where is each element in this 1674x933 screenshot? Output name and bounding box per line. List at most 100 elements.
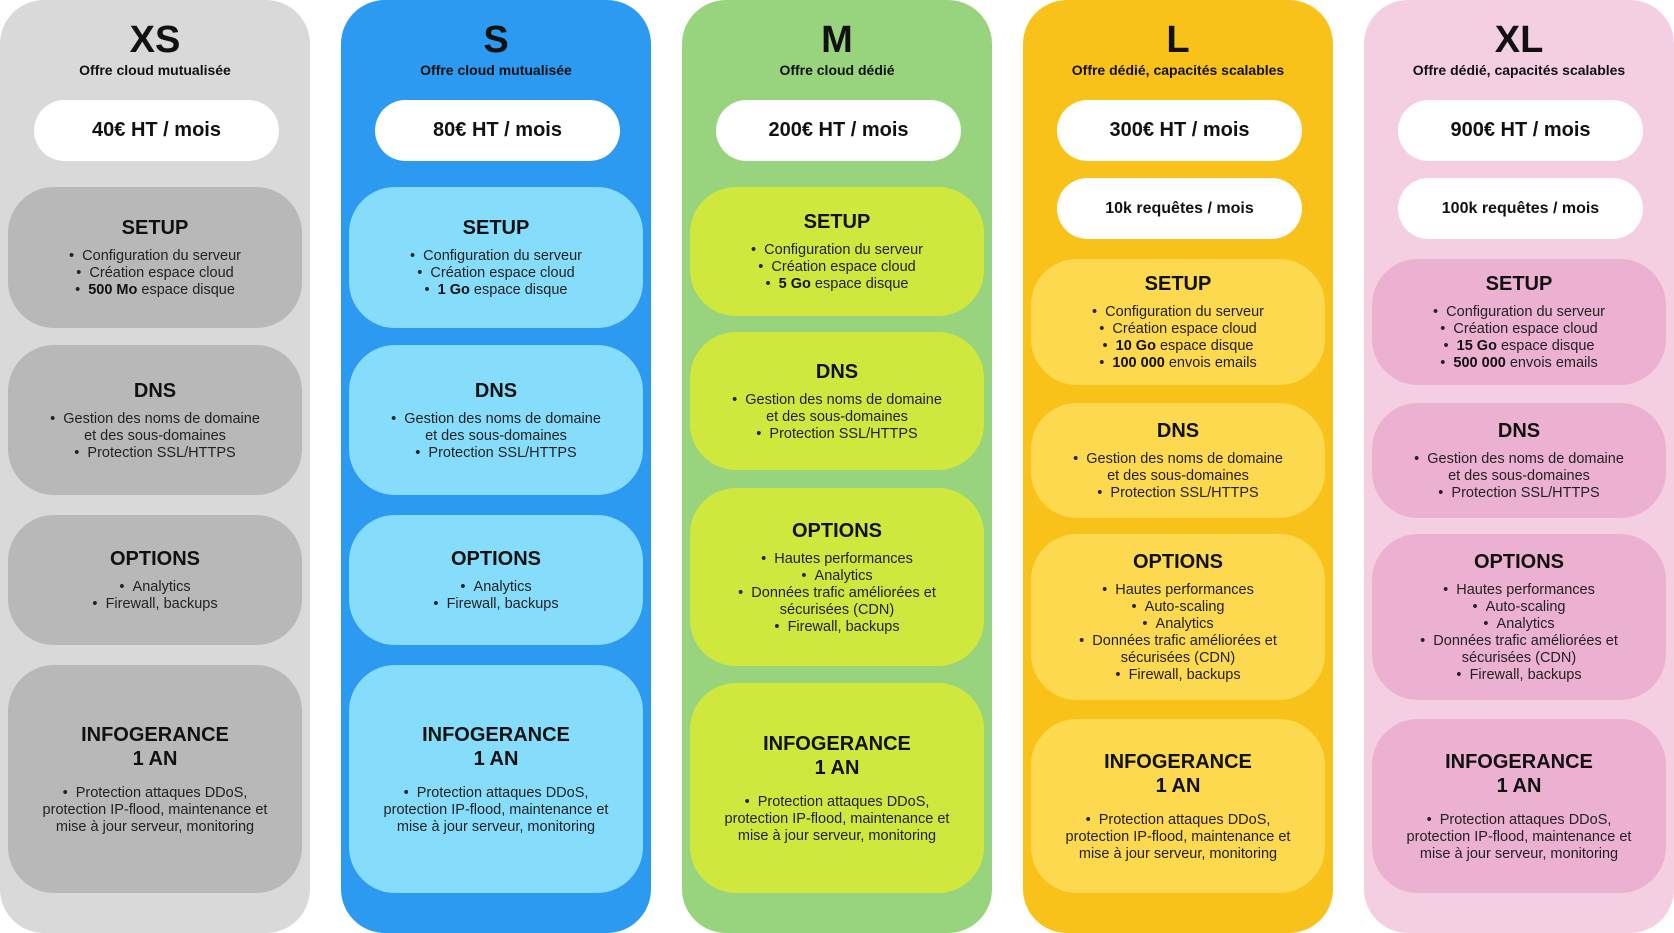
- feature-item-text: Protection attaques DDoS, protection IP-…: [42, 784, 268, 835]
- feature-item-text: Hautes performances: [1456, 582, 1595, 598]
- setup-title: SETUP: [1144, 273, 1212, 295]
- plan-card-l: L Offre dédié, capacités scalables 300€ …: [1023, 0, 1333, 933]
- feature-item-text: Données trafic améliorées et sécurisées …: [1433, 633, 1618, 666]
- feature-item-text: Analytics: [473, 579, 532, 595]
- plan-subtitle: Offre cloud mutualisée: [79, 62, 231, 78]
- feature-item-highlight: 1 Go: [437, 282, 470, 298]
- feature-item-text: Analytics: [132, 579, 191, 595]
- feature-item-text: Protection SSL/HTTPS: [428, 444, 577, 461]
- feature-item-text: Auto-scaling: [1144, 599, 1225, 615]
- requests-badge: 10k requêtes / mois: [1057, 178, 1302, 239]
- feature-item-text: Firewall, backups: [446, 596, 559, 612]
- infogerance-title-line1: INFOGERANCE: [763, 732, 911, 755]
- setup-section: SETUP Configuration du serveurCréation e…: [1031, 259, 1325, 385]
- feature-item: Firewall, backups: [1407, 667, 1631, 684]
- infogerance-title-line1: INFOGERANCE: [422, 723, 570, 746]
- feature-item-text: Protection attaques DDoS, protection IP-…: [1065, 811, 1291, 862]
- feature-item: Gestion des noms de domaine et des sous-…: [1407, 451, 1631, 485]
- feature-item-text: Gestion des noms de domaine et des sous-…: [404, 410, 601, 444]
- setup-title: SETUP: [1485, 273, 1553, 295]
- options-section: OPTIONS AnalyticsFirewall, backups: [349, 515, 643, 645]
- feature-item-text: Gestion des noms de domaine et des sous-…: [63, 410, 260, 444]
- feature-item-highlight: 100 000: [1112, 355, 1165, 371]
- feature-item-text: Analytics: [1155, 616, 1214, 632]
- feature-item: Hautes performances: [1407, 582, 1631, 599]
- dns-feature-list: Gestion des noms de domaine et des sous-…: [43, 411, 267, 462]
- setup-feature-list: Configuration du serveurCréation espace …: [751, 242, 923, 293]
- feature-item: Hautes performances: [725, 551, 949, 568]
- infogerance-title-line2: 1 AN: [814, 756, 860, 779]
- dns-title: DNS: [474, 379, 518, 402]
- feature-item-text: Configuration du serveur: [764, 242, 923, 258]
- setup-feature-list: Configuration du serveurCréation espace …: [69, 248, 241, 299]
- feature-item: 500 Mo espace disque: [69, 282, 241, 299]
- feature-item-text: Configuration du serveur: [423, 248, 582, 264]
- feature-item-text: Analytics: [1496, 616, 1555, 632]
- plan-subtitle: Offre dédié, capacités scalables: [1071, 62, 1285, 78]
- feature-item-text: Création espace cloud: [1453, 321, 1598, 337]
- setup-section: SETUP Configuration du serveurCréation e…: [690, 187, 984, 316]
- plan-card-s: S Offre cloud mutualisée 80€ HT / mois S…: [341, 0, 651, 933]
- feature-item: Création espace cloud: [751, 259, 923, 276]
- options-feature-list: Hautes performancesAuto-scalingAnalytics…: [1066, 582, 1290, 684]
- feature-item-text: envois emails: [1164, 355, 1257, 371]
- feature-item: Configuration du serveur: [751, 242, 923, 259]
- dns-section: DNS Gestion des noms de domaine et des s…: [1031, 403, 1325, 518]
- price-badge: 300€ HT / mois: [1057, 100, 1302, 161]
- feature-item: Protection attaques DDoS, protection IP-…: [40, 785, 270, 836]
- options-feature-list: Hautes performancesAnalyticsDonnées traf…: [725, 551, 949, 636]
- feature-item: Protection attaques DDoS, protection IP-…: [1404, 812, 1634, 863]
- feature-item: Création espace cloud: [410, 265, 582, 282]
- feature-item-text: Analytics: [814, 567, 873, 584]
- dns-section: DNS Gestion des noms de domaine et des s…: [1372, 403, 1666, 518]
- infogerance-title: INFOGERANCE 1 AN: [81, 723, 229, 771]
- infogerance-feature-list: Protection attaques DDoS, protection IP-…: [722, 794, 952, 845]
- feature-item-text: espace disque: [469, 282, 568, 298]
- feature-item: Analytics: [433, 579, 558, 596]
- feature-item: 15 Go espace disque: [1433, 338, 1605, 355]
- plan-subtitle: Offre cloud mutualisée: [420, 62, 572, 78]
- infogerance-title-line1: INFOGERANCE: [81, 723, 229, 746]
- feature-item-highlight: 15 Go: [1456, 338, 1497, 354]
- feature-item-text: Hautes performances: [1115, 582, 1254, 598]
- feature-item: Protection SSL/HTTPS: [1407, 485, 1631, 502]
- infogerance-title: INFOGERANCE 1 AN: [422, 723, 570, 771]
- feature-item-text: Création espace cloud: [1112, 321, 1257, 337]
- plan-subtitle: Offre dédié, capacités scalables: [1412, 62, 1626, 78]
- feature-item: Protection attaques DDoS, protection IP-…: [1063, 812, 1293, 863]
- setup-section: SETUP Configuration du serveurCréation e…: [349, 187, 643, 328]
- dns-title: DNS: [133, 379, 177, 402]
- feature-item-text: Firewall, backups: [105, 596, 218, 612]
- infogerance-feature-list: Protection attaques DDoS, protection IP-…: [1404, 812, 1634, 863]
- feature-item: Configuration du serveur: [410, 248, 582, 265]
- feature-item-text: envois emails: [1505, 355, 1598, 371]
- feature-item: 100 000 envois emails: [1092, 355, 1264, 372]
- dns-title: DNS: [1156, 420, 1200, 442]
- setup-section: SETUP Configuration du serveurCréation e…: [8, 187, 302, 328]
- feature-item-highlight: 5 Go: [778, 276, 811, 292]
- plan-size-label: XS: [129, 19, 181, 61]
- price-badge: 40€ HT / mois: [34, 100, 279, 161]
- feature-item: Analytics: [92, 579, 217, 596]
- setup-title: SETUP: [462, 217, 530, 239]
- feature-item-highlight: 10 Go: [1115, 338, 1156, 354]
- options-title: OPTIONS: [109, 548, 200, 570]
- feature-item-text: Hautes performances: [774, 550, 913, 567]
- feature-item-text: Protection SSL/HTTPS: [769, 425, 918, 442]
- feature-item: Protection SSL/HTTPS: [43, 445, 267, 462]
- feature-item-text: Protection attaques DDoS, protection IP-…: [383, 784, 609, 835]
- setup-title: SETUP: [121, 217, 189, 239]
- feature-item: Protection attaques DDoS, protection IP-…: [722, 794, 952, 845]
- feature-item-text: Configuration du serveur: [1446, 304, 1605, 320]
- dns-section: DNS Gestion des noms de domaine et des s…: [8, 345, 302, 495]
- plan-size-label: M: [821, 19, 853, 61]
- infogerance-section: INFOGERANCE 1 AN Protection attaques DDo…: [349, 665, 643, 893]
- plan-card-xs: XS Offre cloud mutualisée 40€ HT / mois …: [0, 0, 310, 933]
- dns-feature-list: Gestion des noms de domaine et des sous-…: [725, 392, 949, 443]
- feature-item-text: Gestion des noms de domaine et des sous-…: [1086, 451, 1283, 484]
- options-section: OPTIONS Hautes performancesAnalyticsDonn…: [690, 488, 984, 666]
- setup-feature-list: Configuration du serveurCréation espace …: [1092, 304, 1264, 372]
- price-badge: 900€ HT / mois: [1398, 100, 1643, 161]
- feature-item: Gestion des noms de domaine et des sous-…: [43, 411, 267, 445]
- infogerance-title-line2: 1 AN: [473, 747, 519, 770]
